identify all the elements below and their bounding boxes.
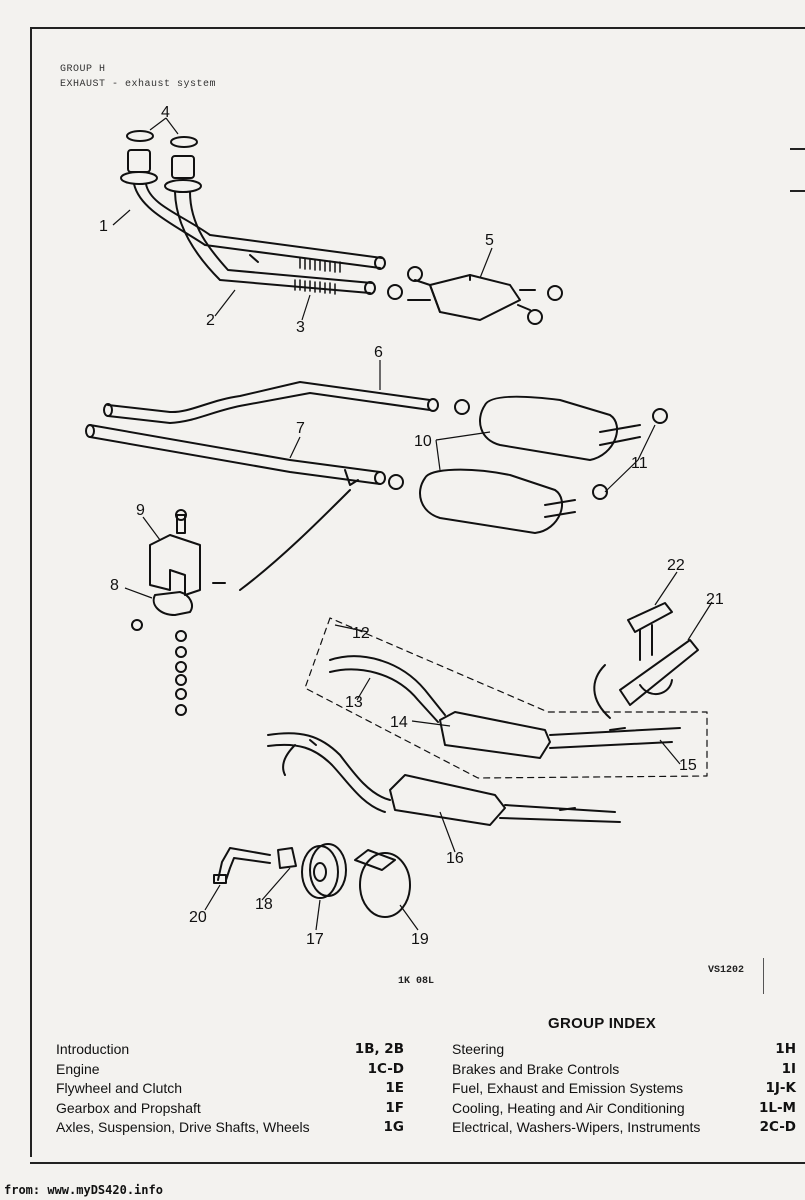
exhaust-diagram: 1 2 3 4 5 6 7 8 9 10 11 12 13 14 15 16 1… bbox=[85, 104, 724, 948]
index-code: 1B, 2B bbox=[354, 1041, 404, 1057]
callout-2: 2 bbox=[206, 312, 215, 329]
index-entry[interactable]: Axles, Suspension, Drive Shafts, Wheels 1… bbox=[56, 1118, 404, 1138]
section-title: EXHAUST - exhaust system bbox=[60, 79, 217, 90]
figure-ref-tick bbox=[763, 958, 764, 994]
right-tick-2 bbox=[790, 190, 805, 192]
index-code: 1E bbox=[385, 1080, 404, 1096]
index-label: Cooling, Heating and Air Conditioning bbox=[452, 1099, 685, 1116]
callout-14: 14 bbox=[390, 714, 408, 731]
index-code: 1H bbox=[775, 1041, 796, 1057]
callout-20: 20 bbox=[189, 909, 207, 926]
group-index-title: GROUP INDEX bbox=[548, 1015, 657, 1032]
index-label: Brakes and Brake Controls bbox=[452, 1060, 620, 1077]
callout-21: 21 bbox=[706, 591, 724, 608]
group-label: GROUP H bbox=[60, 64, 106, 75]
index-entry[interactable]: Cooling, Heating and Air Conditioning 1L-… bbox=[452, 1099, 796, 1119]
callout-18: 18 bbox=[255, 896, 273, 913]
callout-7: 7 bbox=[296, 420, 305, 437]
page-header: GROUP H EXHAUST - exhaust system bbox=[60, 62, 216, 92]
fittings-part bbox=[213, 843, 411, 918]
callout-8: 8 bbox=[110, 577, 119, 594]
index-label: Axles, Suspension, Drive Shafts, Wheels bbox=[56, 1119, 310, 1135]
callout-17: 17 bbox=[306, 931, 324, 948]
callout-22: 22 bbox=[667, 557, 685, 574]
complete-rear-section-part bbox=[267, 732, 621, 826]
callout-11: 11 bbox=[631, 455, 648, 472]
callout-5: 5 bbox=[485, 232, 494, 249]
index-entry[interactable]: Electrical, Washers-Wipers, Instruments 2… bbox=[452, 1118, 796, 1138]
index-code: 1C-D bbox=[367, 1060, 404, 1077]
front-pipes-part bbox=[120, 149, 386, 295]
index-entry[interactable]: Fuel, Exhaust and Emission Systems 1J-K bbox=[452, 1079, 796, 1099]
callout-13: 13 bbox=[345, 694, 363, 711]
intermediate-pipes-part bbox=[85, 381, 439, 591]
right-tick-1 bbox=[790, 148, 805, 150]
index-label: Gearbox and Propshaft bbox=[56, 1099, 201, 1116]
mounting-bracket-part bbox=[131, 509, 226, 716]
callout-16: 16 bbox=[446, 850, 464, 867]
index-entry[interactable]: Gearbox and Propshaft 1F bbox=[56, 1099, 404, 1119]
callout-4: 4 bbox=[161, 104, 170, 121]
index-label: Fuel, Exhaust and Emission Systems bbox=[452, 1080, 684, 1096]
index-code: 1I bbox=[781, 1060, 796, 1077]
callout-labels: 1 2 3 4 5 6 7 8 9 10 11 12 13 14 15 16 1… bbox=[99, 104, 724, 948]
left-rule bbox=[30, 27, 32, 1157]
callout-3: 3 bbox=[296, 319, 305, 336]
bottom-rule bbox=[30, 1162, 805, 1164]
index-code: 2C-D bbox=[759, 1119, 796, 1135]
index-code: 1G bbox=[383, 1119, 404, 1135]
gasket-part bbox=[126, 130, 198, 148]
index-label: Engine bbox=[56, 1060, 100, 1077]
callout-9: 9 bbox=[136, 502, 145, 519]
group-index-left: Introduction 1B, 2B Engine 1C-D Flywheel a… bbox=[56, 1040, 404, 1138]
callout-10: 10 bbox=[414, 433, 432, 450]
callout-6: 6 bbox=[374, 344, 383, 361]
index-code: 1F bbox=[385, 1099, 404, 1116]
top-rule bbox=[30, 27, 805, 29]
index-entry[interactable]: Steering 1H bbox=[452, 1040, 796, 1060]
flexible-section-part bbox=[294, 257, 341, 295]
index-entry[interactable]: Engine 1C-D bbox=[56, 1060, 404, 1080]
figure-reference: VS1202 bbox=[708, 965, 745, 976]
intermediate-silencer-part bbox=[387, 266, 563, 325]
index-entry[interactable]: Introduction 1B, 2B bbox=[56, 1040, 404, 1060]
kit-outline bbox=[304, 617, 708, 779]
rear-section-kit-part bbox=[329, 655, 681, 759]
callout-12: 12 bbox=[352, 625, 370, 642]
index-label: Steering bbox=[452, 1041, 505, 1057]
plate-reference: 1K 08L bbox=[398, 976, 435, 987]
rear-hanger-part bbox=[593, 602, 699, 719]
index-entry[interactable]: Brakes and Brake Controls 1I bbox=[452, 1060, 796, 1080]
index-entry[interactable]: Flywheel and Clutch 1E bbox=[56, 1079, 404, 1099]
source-link[interactable]: from: www.myDS420.info bbox=[4, 1183, 163, 1197]
index-label: Introduction bbox=[56, 1041, 130, 1057]
callout-15: 15 bbox=[679, 757, 697, 774]
rear-silencer-part bbox=[388, 395, 668, 534]
index-label: Electrical, Washers-Wipers, Instruments bbox=[452, 1119, 701, 1135]
leader-lines bbox=[112, 117, 713, 931]
index-code: 1J-K bbox=[765, 1080, 796, 1096]
index-code: 1L-M bbox=[758, 1099, 796, 1116]
group-index-right: Steering 1H Brakes and Brake Controls 1I F… bbox=[452, 1040, 796, 1138]
callout-1: 1 bbox=[99, 218, 108, 235]
index-label: Flywheel and Clutch bbox=[56, 1080, 183, 1096]
callout-19: 19 bbox=[411, 931, 429, 948]
